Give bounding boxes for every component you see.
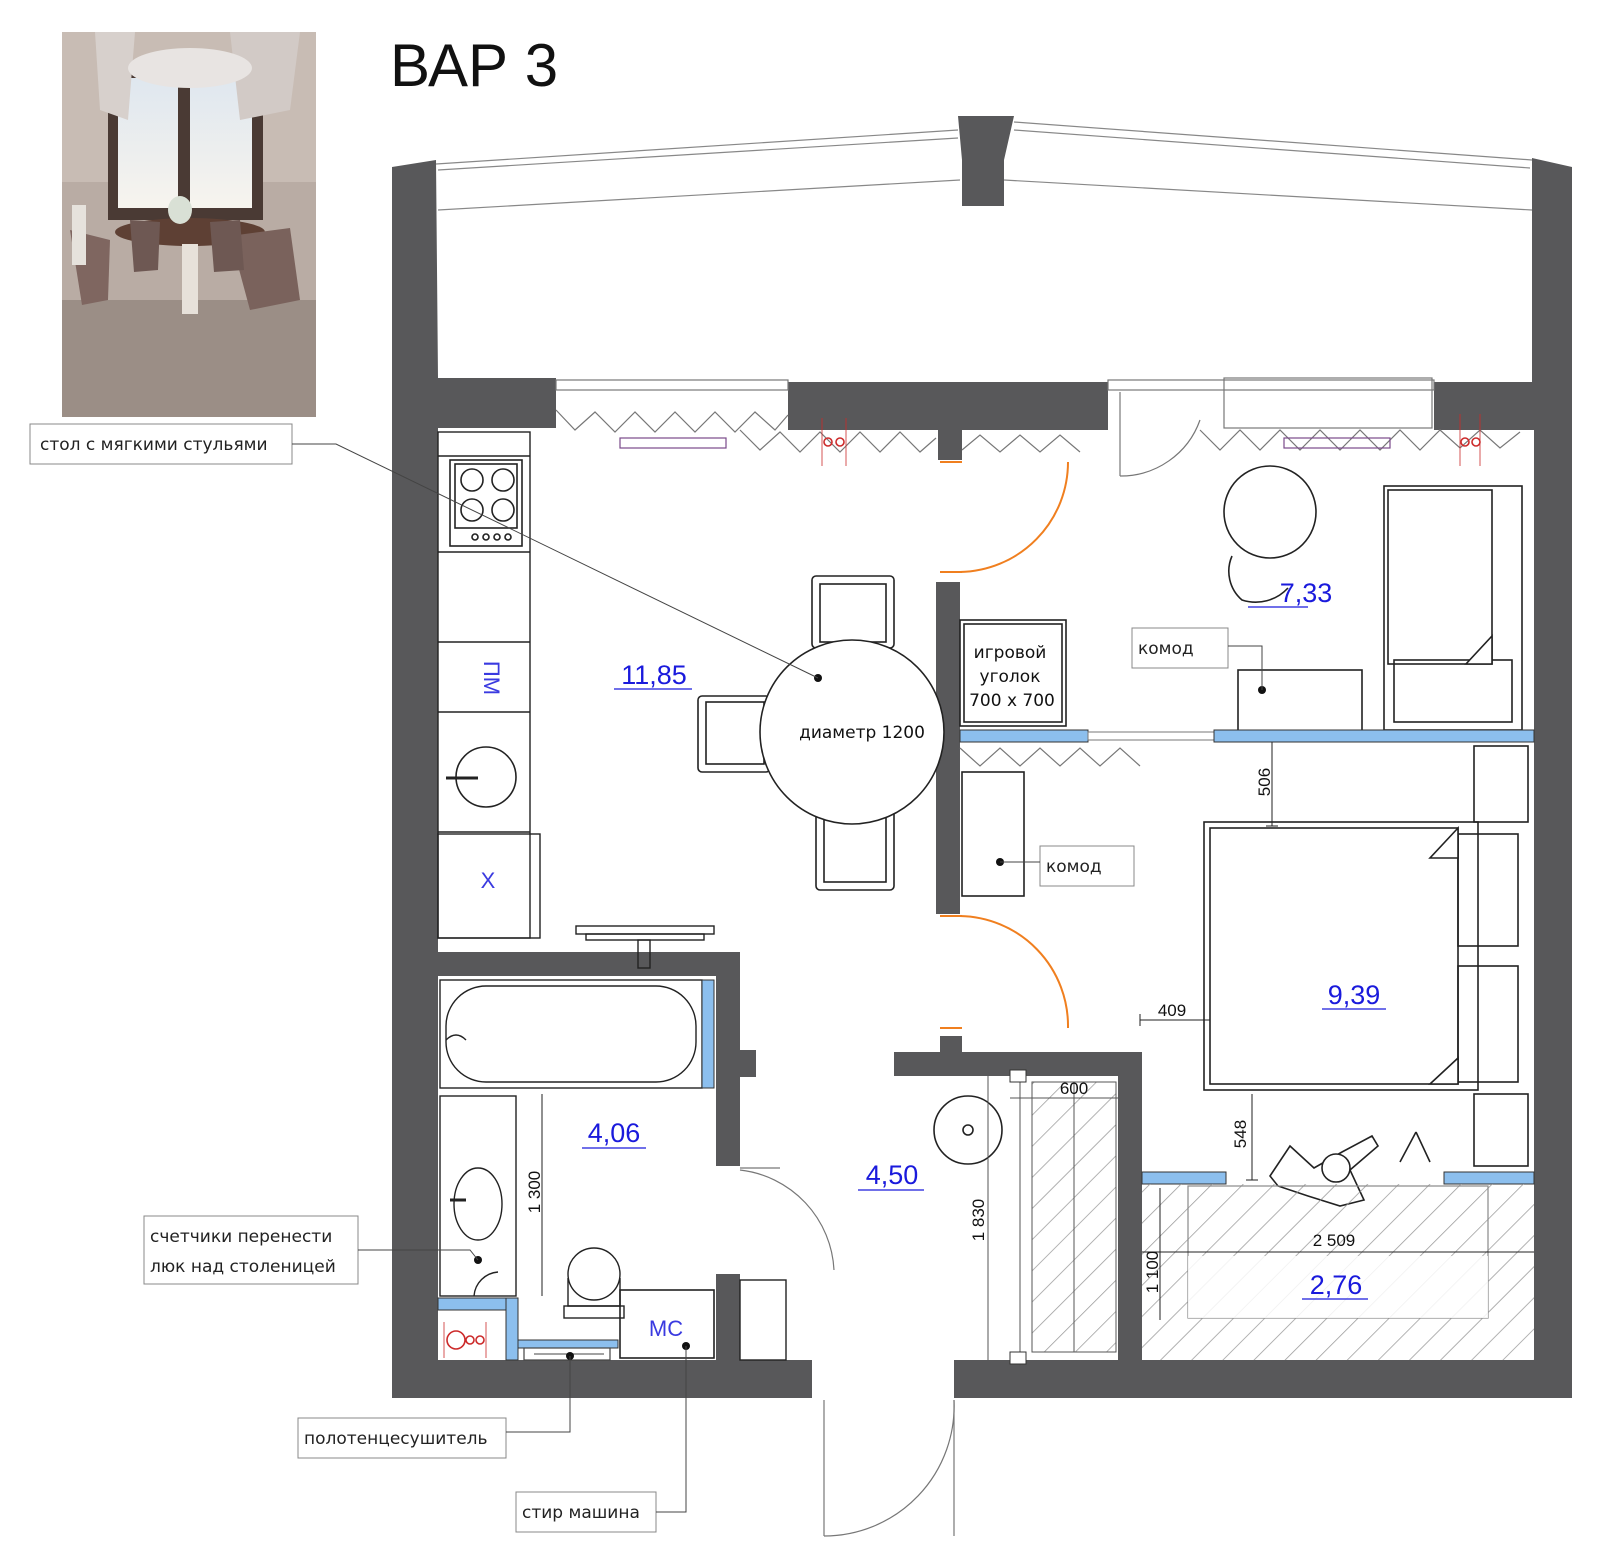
kitchen-sink-icon <box>446 746 517 808</box>
radiator-kitchen <box>619 437 727 449</box>
dim-tick <box>1009 1069 1027 1083</box>
socket-icon <box>821 414 1481 466</box>
bathroom-door <box>739 1167 835 1271</box>
kids-dresser <box>1237 669 1363 733</box>
partition-kids-bedroom <box>959 729 1535 767</box>
dim-600: 600 <box>1060 1079 1088 1098</box>
callout-washing-machine-text: стир машина <box>522 1503 640 1523</box>
play-corner-line3: 700 х 700 <box>969 691 1055 711</box>
balcony-glazing <box>435 121 1533 211</box>
dishwasher-label: ПМ <box>479 661 504 695</box>
dining-room-photo <box>62 32 316 417</box>
callout-table-chairs-text: стол с мягкими стульями <box>40 435 268 455</box>
callout-meters-line2: люк над столеницей <box>150 1257 336 1277</box>
play-corner-line2: уголок <box>980 667 1041 687</box>
kids-bed-icon <box>1383 485 1523 731</box>
dimension-lines <box>1139 742 1278 1181</box>
callout-meters-line1: счетчики перенести <box>150 1227 332 1247</box>
hood-icon <box>575 925 715 969</box>
play-corner-line1: игровой <box>974 643 1047 663</box>
washer-label: МС <box>649 1316 683 1341</box>
dining-table-icon <box>697 575 945 891</box>
callout-dresser-kids-text: комод <box>1138 639 1194 659</box>
bathroom-counter <box>439 1095 517 1297</box>
plan-title: ВАР 3 <box>390 32 558 99</box>
dimension-lines <box>1142 1188 1534 1320</box>
fridge-label: Х <box>481 868 496 893</box>
door-leaves <box>940 461 962 1029</box>
dim-1300: 1 300 <box>525 1171 544 1214</box>
area-wardrobe: 2,76 <box>1310 1270 1363 1300</box>
dim-409: 409 <box>1158 1001 1186 1020</box>
bathroom-niche <box>437 1297 619 1361</box>
hall-wardrobe <box>987 1070 1118 1366</box>
stove-icon <box>449 459 523 547</box>
dim-tick <box>1009 1351 1027 1365</box>
door-arcs <box>959 461 1070 1029</box>
bath-screen <box>701 979 715 1089</box>
meters-icon <box>443 1322 487 1358</box>
bedroom-bed-icon <box>1203 745 1529 1167</box>
area-bathroom: 4,06 <box>588 1118 641 1148</box>
kids-chair-icon <box>1223 465 1317 603</box>
callout-dresser-hall <box>1000 845 1135 887</box>
callout-towel-dryer <box>297 1356 571 1459</box>
callout-washing-machine <box>515 1346 687 1533</box>
bathtub-icon <box>439 979 703 1089</box>
toilet-icon <box>563 1247 625 1319</box>
area-bedroom: 9,39 <box>1328 980 1381 1010</box>
washing-machine-box <box>619 1289 715 1359</box>
wardrobe-partition <box>1141 1171 1227 1185</box>
area-hall: 4,50 <box>866 1160 919 1190</box>
wardrobe-label-bg <box>1188 1256 1488 1318</box>
dim-1830: 1 830 <box>969 1199 988 1242</box>
hall-dresser <box>961 771 1025 897</box>
wardrobe-partition <box>1443 1171 1535 1185</box>
table-diameter-label: диаметр 1200 <box>799 723 925 743</box>
walls <box>392 116 1572 1398</box>
dim-506: 506 <box>1255 768 1274 796</box>
windows <box>555 377 1521 453</box>
hall-round-table-icon <box>933 1095 1003 1165</box>
callout-table-chairs <box>29 423 819 679</box>
area-kitchen: 11,85 <box>621 660 687 690</box>
kitchen-counter <box>437 431 541 939</box>
area-kids-room: 7,33 <box>1280 578 1333 608</box>
callout-dresser-hall-text: комод <box>1046 857 1102 877</box>
dim-548: 548 <box>1231 1120 1250 1148</box>
hall-cabinet <box>739 1279 787 1361</box>
callout-dresser-kids <box>1131 627 1263 690</box>
dim-1100: 1 100 <box>1143 1251 1162 1294</box>
radiator-kids <box>1283 437 1391 449</box>
callout-towel-dryer-text: полотенцесушитель <box>304 1429 488 1449</box>
play-corner-box <box>959 619 1067 727</box>
dim-2509: 2 509 <box>1313 1231 1356 1250</box>
balcony-door <box>1119 392 1201 477</box>
entrance-door <box>823 1399 955 1537</box>
callout-meters <box>143 1215 479 1285</box>
